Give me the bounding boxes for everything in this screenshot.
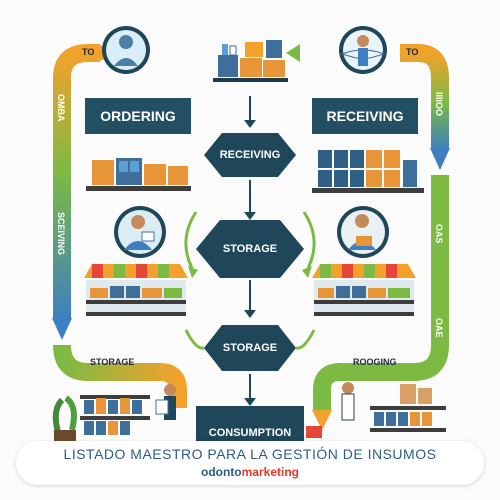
- bottom-left-scene: [52, 384, 176, 442]
- ordering-label: ORDERING: [85, 98, 191, 134]
- worker-avatar-right: [337, 206, 389, 258]
- brand-logo: odontomarketing: [16, 465, 484, 479]
- right-shelf: [312, 150, 424, 193]
- footer-title: LISTADO MAESTRO PARA LA GESTIÓN DE INSUM…: [63, 446, 437, 462]
- center-flow: [184, 96, 316, 406]
- to-left-label: TO: [82, 47, 95, 57]
- rooging-banner-label: ROOGING: [353, 357, 397, 367]
- brand-part-2: marketing: [241, 465, 299, 479]
- storage-banner-label: STORAGE: [90, 357, 135, 367]
- receiving-center-label: RECEIVING: [219, 149, 281, 161]
- top-center-shelf: [213, 40, 288, 82]
- side-left-mid-label: SCEIVING: [56, 212, 66, 256]
- consumption-box: [196, 406, 304, 446]
- bottom-right-scene: [341, 382, 446, 432]
- receiving-right-label: RECEIVING: [312, 98, 418, 134]
- storage-lower-label: STORAGE: [222, 342, 278, 354]
- worker-avatar-top-right: [339, 26, 387, 74]
- right-market-stall: [312, 264, 416, 316]
- footer-banner: LISTADO MAESTRO PARA LA GESTIÓN DE INSUM…: [16, 441, 484, 485]
- side-right-mid-label: OAS: [434, 224, 444, 244]
- left-market-stall: [84, 264, 188, 316]
- to-right-label: TO: [406, 47, 419, 57]
- side-left-top-label: OMBA: [56, 94, 66, 122]
- left-shelf: [86, 158, 191, 191]
- worker-avatar-left: [114, 206, 166, 258]
- storage-upper-label: STORAGE: [222, 243, 278, 255]
- worker-avatar-top-left: [102, 26, 150, 74]
- side-right-top-label: IIIIOO: [434, 92, 444, 117]
- brand-part-1: odonto: [200, 465, 242, 479]
- consumption-label: CONSUMPTION: [208, 427, 292, 439]
- right-flow-band: [286, 44, 450, 430]
- side-right-low-label: OAE: [434, 318, 444, 338]
